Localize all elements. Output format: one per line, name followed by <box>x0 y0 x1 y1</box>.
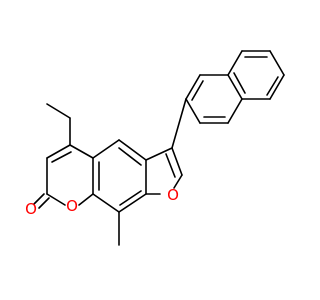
double-bond-inner <box>165 153 176 178</box>
bond <box>171 98 187 149</box>
double-bond-inner <box>119 190 142 206</box>
double-bond-inner <box>191 80 204 101</box>
bond <box>185 74 201 100</box>
bond <box>69 144 94 159</box>
bond <box>92 139 120 159</box>
bond <box>227 74 243 100</box>
bond <box>92 193 120 213</box>
molecule-structure-diagram: O O O <box>25 50 285 246</box>
furan-oxygen-label: O <box>167 186 179 204</box>
bond <box>145 147 173 161</box>
bond <box>269 50 285 76</box>
ethyl-bond <box>46 103 71 119</box>
bond <box>185 98 201 124</box>
double-bond-inner <box>51 151 72 163</box>
double-bond-inner <box>266 76 279 96</box>
bond <box>118 139 147 161</box>
bond-skeleton <box>33 50 285 246</box>
atom-labels: O O O <box>25 186 179 218</box>
double-bond-inner <box>233 72 246 94</box>
carbonyl-oxygen-label: O <box>25 200 37 218</box>
bond <box>269 74 285 100</box>
bond <box>227 50 243 76</box>
double-bond-inner <box>118 147 142 166</box>
bond <box>118 193 147 213</box>
bond <box>173 174 183 189</box>
bond <box>46 144 71 159</box>
carbonyl-bond <box>38 197 50 209</box>
bond <box>46 193 66 206</box>
pyranone-oxygen-label: O <box>66 197 78 215</box>
bond <box>227 98 243 124</box>
bond <box>171 147 183 176</box>
bond <box>78 193 94 206</box>
carbonyl-bond <box>33 193 45 205</box>
